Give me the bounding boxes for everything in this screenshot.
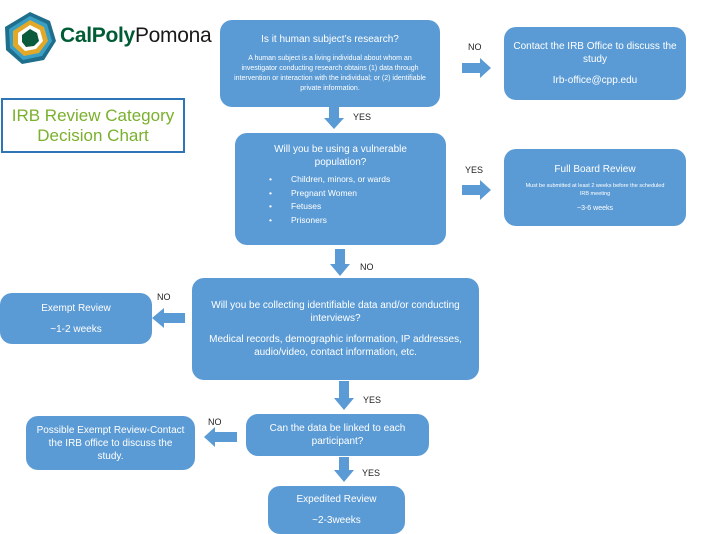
node-human-subject-question: Is it human subject’s research? A human … xyxy=(220,20,440,107)
node-full-board-review: Full Board Review Must be submitted at l… xyxy=(504,149,686,226)
list-item: Prisoners xyxy=(269,214,390,228)
node-q3-body: Medical records, demographic information… xyxy=(209,334,462,358)
node-vulnerable-population-question: Will you be using a vulnerable populatio… xyxy=(235,133,446,245)
node-full-board-title: Full Board Review xyxy=(554,163,636,175)
edge-label-q4-no: NO xyxy=(208,417,222,427)
chart-title-line2: Decision Chart xyxy=(37,125,149,145)
vulnerable-population-list: Children, minors, or wards Pregnant Wome… xyxy=(269,173,390,227)
node-exempt-review: Exempt Review ~1-2 weeks xyxy=(0,293,152,344)
edge-label-q2-no: NO xyxy=(360,262,374,272)
node-full-board-note: Must be submitted at least 2 weeks befor… xyxy=(525,182,665,197)
node-full-board-time: ~3-6 weeks xyxy=(577,204,613,212)
list-item: Fetuses xyxy=(269,200,390,214)
arrow-q3-no xyxy=(152,308,185,328)
node-possible-exempt-title: Possible Exempt Review-Contact the IRB o… xyxy=(36,424,185,462)
arrow-q2-no xyxy=(330,249,350,276)
node-contact-email: Irb-office@cpp.edu xyxy=(552,75,638,86)
node-q2-title: Will you be using a vulnerable populatio… xyxy=(274,144,407,168)
node-possible-exempt-review: Possible Exempt Review-Contact the IRB o… xyxy=(26,416,195,470)
node-q1-body: A human subject is a living individual a… xyxy=(234,55,426,92)
edge-label-q2-yes: YES xyxy=(465,165,484,175)
arrow-q4-no xyxy=(204,427,237,447)
edge-label-q1-no: NO xyxy=(468,42,482,52)
node-exempt-time: ~1-2 weeks xyxy=(50,323,102,335)
calpoly-logo-icon xyxy=(5,12,56,64)
chart-title-line1: IRB Review Category xyxy=(11,105,175,125)
arrow-q3-yes xyxy=(334,381,354,410)
logo-wordmark: CalPolyPomona xyxy=(60,24,212,47)
node-expedited-time: ~2-3weeks xyxy=(312,515,361,526)
node-data-linked-question: Can the data be linked to each participa… xyxy=(246,414,429,456)
node-exempt-title: Exempt Review xyxy=(41,302,111,314)
edge-label-q3-no: NO xyxy=(157,292,171,302)
node-contact-text: Contact the IRB Office to discuss the st… xyxy=(513,41,677,65)
chart-title-box: IRB Review Category Decision Chart xyxy=(1,98,185,153)
list-item: Children, minors, or wards xyxy=(269,173,390,187)
list-item: Pregnant Women xyxy=(269,187,390,201)
node-contact-irb: Contact the IRB Office to discuss the st… xyxy=(504,27,686,100)
edge-label-q4-yes: YES xyxy=(362,468,381,478)
node-identifiable-data-question: Will you be collecting identifiable data… xyxy=(192,278,479,380)
node-q3-title: Will you be collecting identifiable data… xyxy=(211,300,460,324)
arrow-q1-yes xyxy=(324,107,344,129)
node-q4-title: Can the data be linked to each participa… xyxy=(269,423,406,447)
arrow-q4-yes xyxy=(334,457,354,482)
arrow-q2-yes xyxy=(462,180,491,200)
node-expedited-title: Expedited Review xyxy=(296,494,377,505)
node-q1-title: Is it human subject’s research? xyxy=(261,34,399,45)
edge-label-q1-yes: YES xyxy=(353,112,372,122)
edge-label-q3-yes: YES xyxy=(363,395,382,405)
arrow-q1-no xyxy=(462,58,491,78)
node-expedited-review: Expedited Review ~2-3weeks xyxy=(268,486,405,534)
